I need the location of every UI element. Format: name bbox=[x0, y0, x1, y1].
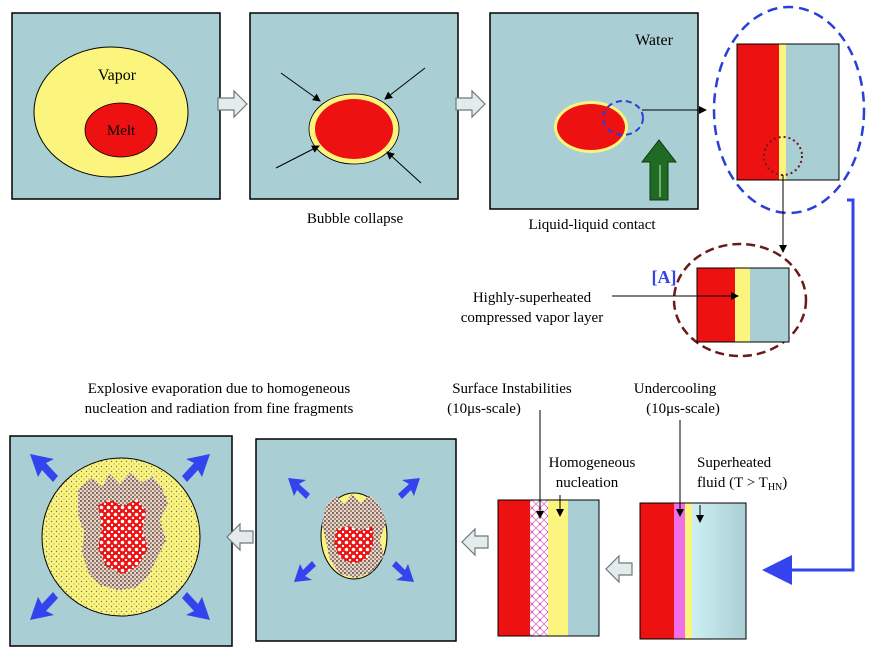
zoom-circle bbox=[602, 100, 644, 136]
melt-layer bbox=[737, 44, 779, 180]
melt-layer bbox=[697, 268, 735, 342]
superheated-label-line1: Superheated bbox=[697, 455, 772, 471]
fine-fragments bbox=[98, 499, 148, 574]
water-label: Water bbox=[635, 32, 673, 49]
bubble-collapse-caption: Bubble collapse bbox=[307, 211, 404, 227]
explosive-label-line2: nucleation and radiation from fine fragm… bbox=[85, 401, 354, 417]
panel-undercooling bbox=[639, 502, 747, 640]
expansion-arrow-icon bbox=[30, 454, 210, 620]
marker-a-label: [A] bbox=[652, 267, 677, 287]
expansion-arrow-icon bbox=[288, 478, 420, 582]
surface-instabilities-line1: Surface Instabilities bbox=[452, 381, 572, 397]
undercooling-label-line2: (10μs-scale) bbox=[646, 401, 720, 417]
melt-layer bbox=[498, 500, 530, 636]
panel-explosive-evaporation bbox=[9, 435, 233, 647]
pressure-arrow-icon bbox=[384, 67, 426, 100]
pressure-arrow-icon bbox=[280, 72, 321, 102]
flow-arrow-left-icon bbox=[605, 554, 633, 584]
homogeneous-label-line2: nucleation bbox=[556, 475, 619, 491]
homogeneous-label-line1: Homogeneous bbox=[549, 455, 636, 471]
melt-layer bbox=[640, 503, 674, 639]
panel-initial-bubble: Vapor Melt bbox=[11, 12, 221, 200]
melt-drop bbox=[557, 104, 625, 150]
flow-arrow-left-icon bbox=[226, 522, 254, 552]
melt-label: Melt bbox=[107, 123, 136, 139]
panel-fragmentation bbox=[255, 438, 457, 642]
explosive-label-line1: Explosive evaporation due to homogeneous bbox=[88, 381, 351, 397]
superheated-label-line2: fluid (T > THN) bbox=[697, 475, 787, 493]
panel-surface-instabilities bbox=[497, 499, 600, 637]
flow-arrow-icon bbox=[455, 89, 486, 119]
vapor-layer-label-line2: compressed vapor layer bbox=[461, 310, 603, 326]
flow-arrow-icon bbox=[217, 89, 248, 119]
undercooling-label-line1: Undercooling bbox=[634, 381, 717, 397]
vapor-layer bbox=[779, 44, 786, 180]
zoom-view-vapor-layer bbox=[672, 242, 808, 358]
instability-layer bbox=[530, 500, 548, 636]
vapor-layer bbox=[685, 503, 692, 639]
zoom-circle-small bbox=[763, 136, 803, 176]
pressure-arrow-icon bbox=[386, 151, 422, 184]
vapor-label: Vapor bbox=[98, 67, 137, 84]
zoom-view-interface bbox=[712, 5, 866, 215]
process-flow-arrow bbox=[762, 198, 855, 585]
liquid-contact-caption: Liquid-liquid contact bbox=[528, 217, 656, 233]
melt-drop bbox=[315, 99, 393, 159]
fine-fragments bbox=[334, 526, 374, 564]
undercooled-layer bbox=[674, 503, 685, 639]
nucleation-layer bbox=[548, 500, 568, 636]
green-up-arrow-icon bbox=[640, 139, 678, 201]
flow-arrow-left-icon bbox=[461, 527, 489, 557]
vapor-layer-label-line1: Highly-superheated bbox=[473, 290, 592, 306]
melt-drop bbox=[84, 102, 158, 158]
panel-liquid-contact: Water bbox=[489, 12, 699, 210]
vapor-layer bbox=[735, 268, 750, 342]
surface-instabilities-line2: (10μs-scale) bbox=[447, 401, 521, 417]
pressure-arrow-icon bbox=[275, 145, 320, 169]
panel-bubble-collapse bbox=[249, 12, 459, 200]
